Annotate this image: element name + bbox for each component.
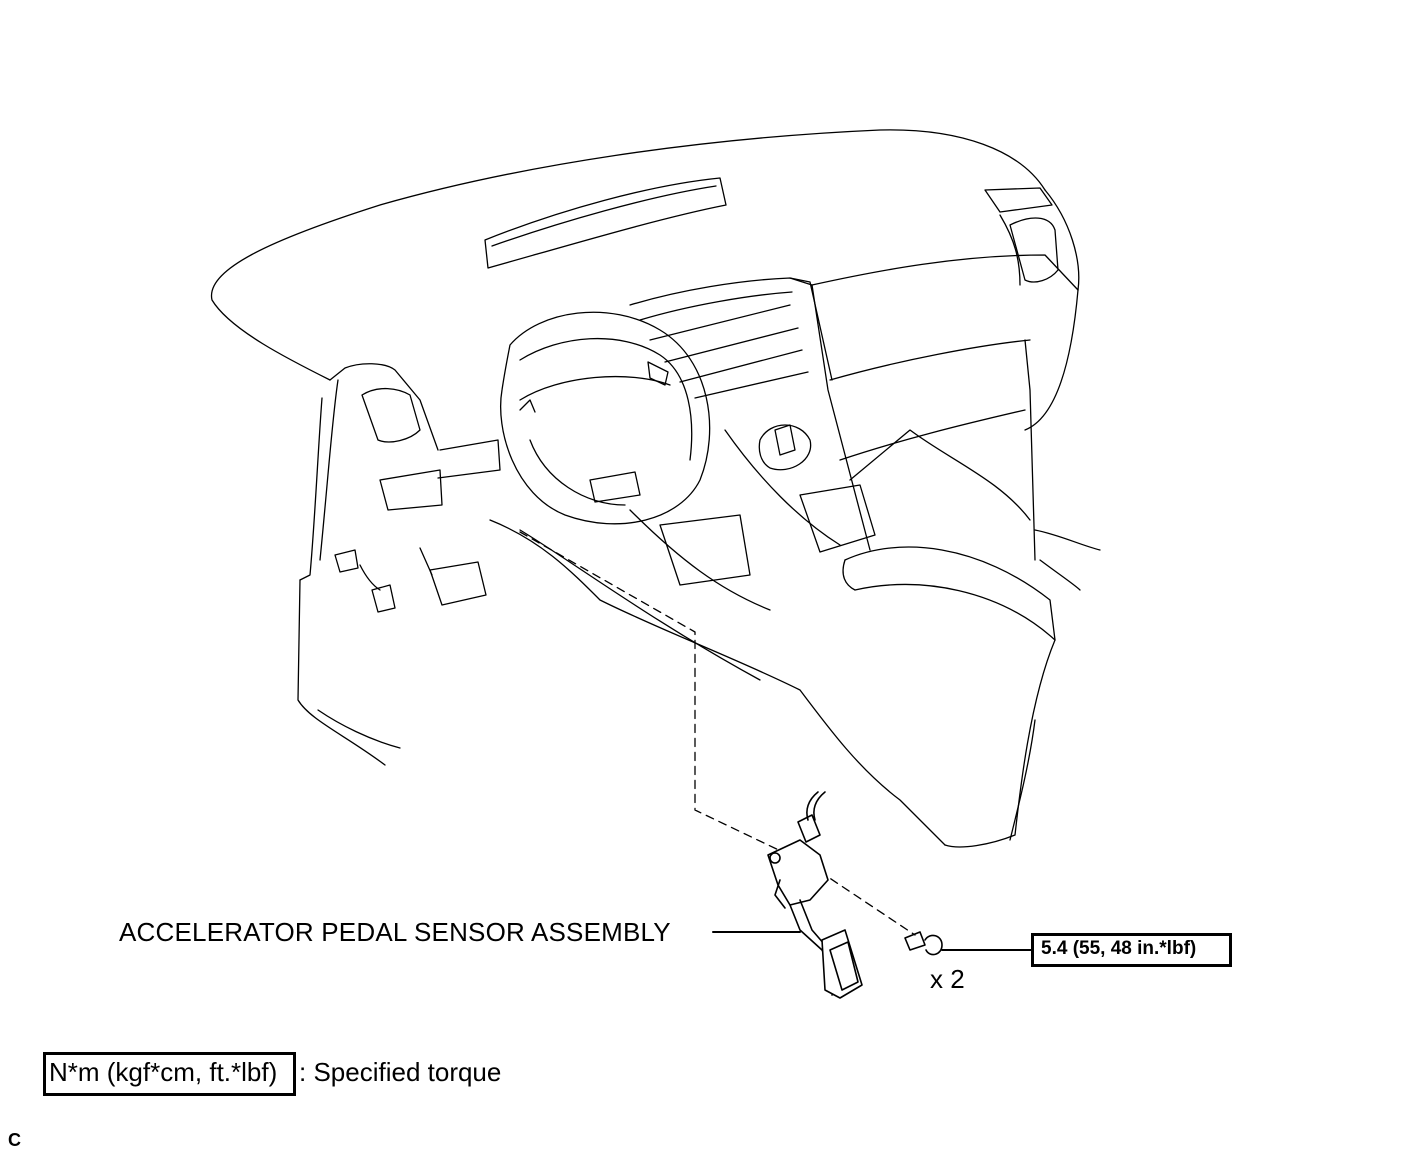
left-vent-panel: [297, 363, 501, 766]
lower-console: [489, 519, 1056, 848]
torque-spec-value: 5.4 (55, 48 in.*lbf): [1041, 938, 1197, 959]
steering-wheel: [500, 311, 711, 525]
bolt-quantity-label: x 2: [930, 964, 965, 994]
center-console: [629, 254, 1101, 611]
instrument-panel-outline: [210, 129, 1080, 381]
torque-spec-box: [1031, 933, 1232, 967]
installed-pedals: [359, 547, 487, 613]
legend-description: : Specified torque: [299, 1057, 502, 1087]
part-name-label: ACCELERATOR PEDAL SENSOR ASSEMBLY: [119, 917, 671, 947]
corner-mark: C: [8, 1130, 21, 1150]
accelerator-pedal-sensor-assembly: [767, 791, 943, 999]
legend-unit-text: N*m (kgf*cm, ft.*lbf): [49, 1057, 278, 1087]
install-location-leader: [519, 531, 916, 936]
legend-unit-box: [43, 1052, 296, 1096]
